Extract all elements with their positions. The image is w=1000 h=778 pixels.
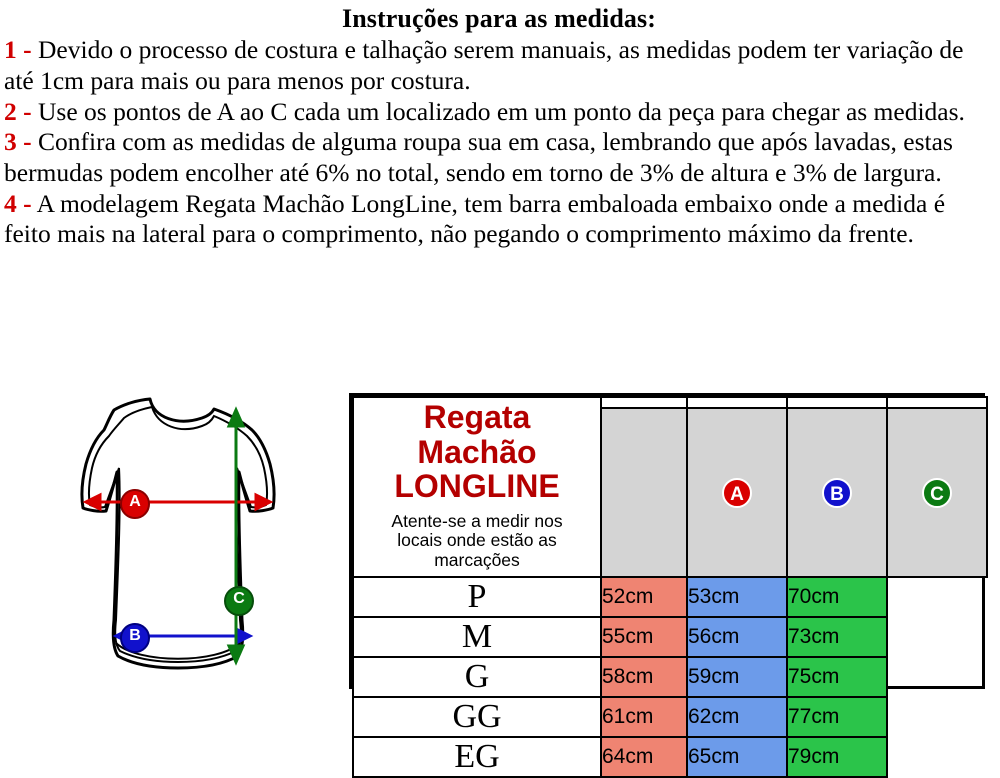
instructions-block: Instruções para as medidas: 1 - Devido o… — [0, 0, 1000, 250]
header-blank-size — [600, 396, 688, 409]
measure-c-value: 73cm — [786, 616, 888, 659]
header-blank-c — [886, 396, 988, 409]
table-row: G 58cm 59cm 75cm — [352, 656, 987, 699]
measure-b-value: 65cm — [686, 736, 788, 778]
size-label: P — [352, 576, 602, 619]
instruction-text-1: Devido o processo de costura e talhação … — [4, 35, 964, 95]
size-table: Regata Machão LONGLINE Atente-se a medir… — [349, 393, 988, 778]
diagram-marker-c: C — [224, 586, 254, 616]
measure-a-value: 55cm — [600, 616, 688, 659]
measure-a-value: 52cm — [600, 576, 688, 619]
header-size-column — [600, 406, 688, 579]
header-marker-c: C — [886, 406, 988, 579]
measure-c-value: 75cm — [786, 656, 888, 699]
brand-subtitle-line-3: marcações — [434, 549, 520, 570]
brand-subtitle: Atente-se a medir nos locais onde estão … — [360, 510, 594, 571]
brand-title-line-2: Machão — [417, 433, 537, 470]
header-blank-a — [686, 396, 788, 409]
instruction-item-4: 4 - A modelagem Regata Machão LongLine, … — [4, 189, 994, 250]
size-label: M — [352, 616, 602, 659]
instruction-text-2: Use os pontos de A ao C cada um localiza… — [38, 96, 965, 126]
header-blank-b — [786, 396, 888, 409]
measure-b-value: 62cm — [686, 696, 788, 739]
brand-title-line-1: Regata — [423, 399, 531, 435]
table-row: M 55cm 56cm 73cm — [352, 616, 987, 659]
marker-circle-a-icon: A — [722, 477, 752, 508]
size-label: EG — [352, 736, 602, 778]
brand-title-line-3: LONGLINE — [394, 468, 560, 505]
brand-subtitle-line-2: locais onde estão as — [397, 530, 557, 551]
instruction-item-3: 3 - Confira com as medidas de alguma rou… — [4, 127, 994, 188]
shirt-outline-icon — [80, 397, 276, 670]
instruction-number-1: 1 - — [4, 35, 32, 65]
brand-cell: Regata Machão LONGLINE Atente-se a medir… — [352, 395, 602, 579]
size-label: GG — [352, 696, 602, 739]
shirt-measurement-diagram: A B C — [28, 388, 328, 688]
diagram-marker-b: B — [120, 623, 150, 653]
table-header-row-letters: A B C — [353, 406, 988, 579]
header-marker-b: B — [786, 406, 888, 579]
measure-b-value: 56cm — [686, 616, 788, 659]
brand-title: Regata Machão LONGLINE — [360, 400, 594, 504]
measure-b-value: 53cm — [686, 576, 788, 619]
size-label: G — [352, 656, 602, 699]
instruction-number-3: 3 - — [4, 127, 32, 157]
table-row: EG 64cm 65cm 79cm — [352, 736, 987, 778]
diagram-marker-a: A — [120, 489, 150, 519]
marker-circle-c-icon: C — [922, 477, 952, 508]
header-marker-a: A — [686, 406, 788, 579]
instructions-title: Instruções para as medidas: — [342, 4, 656, 33]
measure-c-value: 77cm — [786, 696, 888, 739]
table-row: GG 61cm 62cm 77cm — [352, 696, 987, 739]
table-row: P 52cm 53cm 70cm — [352, 576, 987, 619]
instruction-number-4: 4 - — [4, 188, 32, 218]
table-header-row-blank: Regata Machão LONGLINE Atente-se a medir… — [352, 395, 988, 579]
measure-a-value: 64cm — [600, 736, 688, 778]
brand-subtitle-line-1: Atente-se a medir nos — [391, 510, 563, 531]
measure-a-value: 58cm — [600, 656, 688, 699]
lower-section: A B C Regata Machão LONGLINE Ate — [0, 386, 1000, 778]
marker-circle-b-icon: B — [822, 477, 852, 508]
instruction-number-2: 2 - — [4, 96, 32, 126]
measure-c-value: 79cm — [786, 736, 888, 778]
instruction-item-2: 2 - Use os pontos de A ao C cada um loca… — [4, 97, 994, 128]
measure-c-value: 70cm — [786, 576, 888, 619]
measure-a-value: 61cm — [600, 696, 688, 739]
instruction-text-4: A modelagem Regata Machão LongLine, tem … — [4, 188, 946, 249]
measure-b-value: 59cm — [686, 656, 788, 699]
instruction-item-1: 1 - Devido o processo de costura e talha… — [4, 35, 994, 96]
instruction-text-3: Confira com as medidas de alguma roupa s… — [4, 127, 953, 187]
